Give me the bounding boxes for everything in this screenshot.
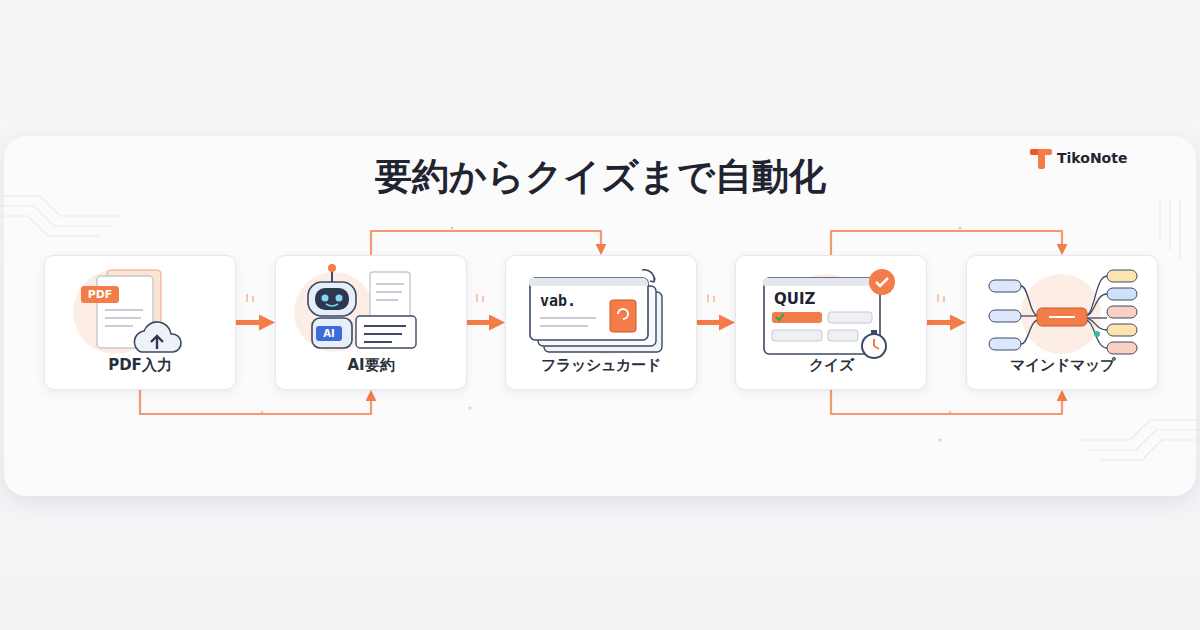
step-card: クイズ QUIZ: [735, 255, 927, 390]
step-card: AI要約 AI: [275, 255, 467, 390]
flow-arrow: [236, 320, 263, 325]
step-label: AI要約: [347, 356, 394, 375]
bypass-arrow: [140, 390, 371, 414]
step-label: マインドマップ: [1010, 356, 1115, 375]
flow-arrow: [697, 320, 723, 325]
badge-text: AI: [316, 326, 342, 341]
step-card: マインドマップ: [966, 255, 1158, 390]
flow-arrow: [467, 320, 493, 325]
quiz-heading: QUIZ: [774, 290, 815, 308]
bypass-arrow: [831, 231, 1062, 255]
brand-name: TikoNote: [1057, 150, 1127, 166]
flow-arrow: [927, 320, 954, 325]
bypass-arrow: [831, 390, 1062, 414]
bypass-arrow: [371, 231, 601, 255]
step-card: PDF入力 PDF: [44, 255, 236, 390]
logo-icon: [1030, 149, 1052, 169]
card-word: vab.: [540, 292, 576, 310]
step-card: フラッシュカード vab.: [505, 255, 697, 390]
diagram-title: 要約からクイズまで自動化: [0, 152, 1200, 202]
step-label: フラッシュカード: [541, 356, 661, 375]
step-label: クイズ: [809, 356, 854, 375]
step-label: PDF入力: [108, 356, 172, 375]
badge-text: PDF: [81, 286, 119, 303]
